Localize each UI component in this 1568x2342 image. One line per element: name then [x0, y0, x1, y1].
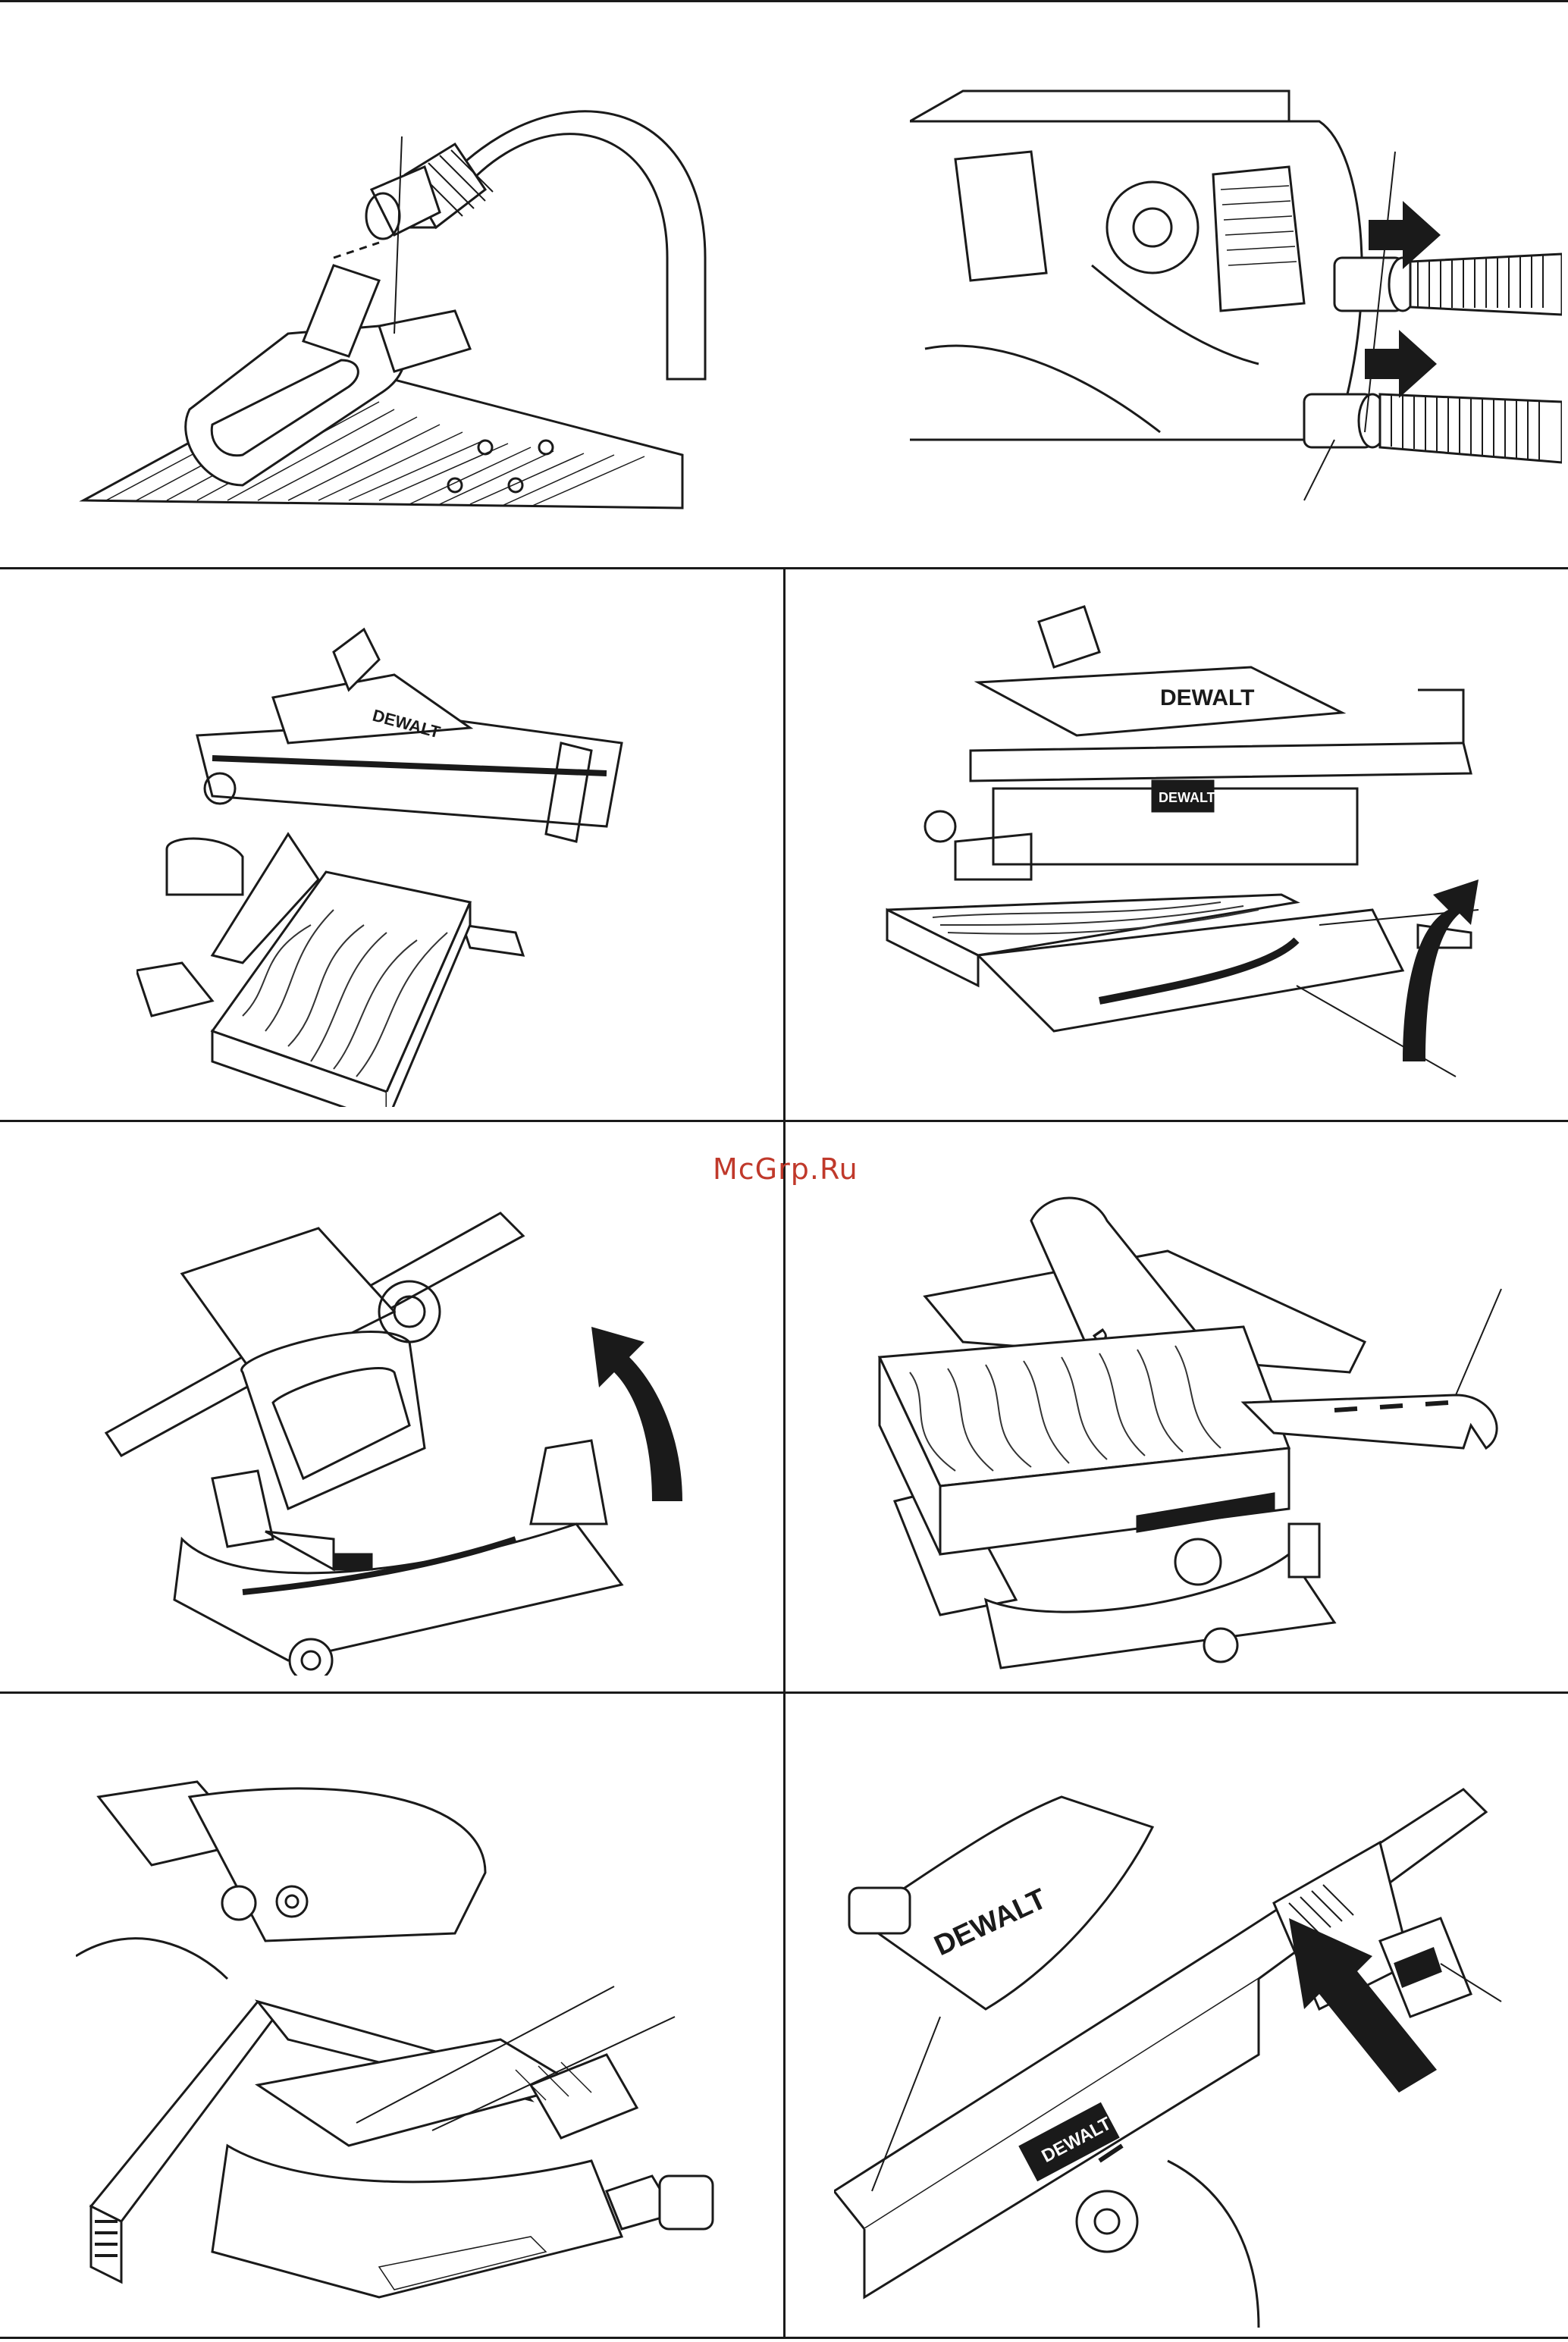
- workpiece-icon: [880, 1327, 1289, 1554]
- fig-push-stick-cutting: DEWALT: [864, 1175, 1516, 1676]
- fig-fence-detail: [76, 1767, 728, 2328]
- top-rule: [0, 0, 1568, 2]
- arrow-up-curved-icon: [1403, 879, 1479, 1061]
- workpiece-icon: [212, 834, 470, 1107]
- watermark-text: McGrp.Ru: [713, 1152, 858, 1186]
- saw-icon: DEWALT DEWALT: [925, 607, 1471, 879]
- knob-icon: [607, 2176, 713, 2229]
- fig-mitre-saw-mode: [91, 1175, 713, 1676]
- column-divider: [783, 569, 786, 2337]
- fig-dust-extraction-ports: [910, 76, 1562, 531]
- fig-lock-lever-detail: DEWALT DEWALT: [834, 1767, 1516, 2328]
- fig-dust-adaptor-hose: [61, 61, 743, 531]
- arrow-up-curved-icon: [591, 1327, 682, 1501]
- fig-table-saw-mode: DEWALT: [136, 607, 637, 1107]
- brand-logo: DEWALT: [1160, 685, 1254, 710]
- fig-flip-over-raise: DEWALT DEWALT: [872, 591, 1501, 1107]
- brand-logo-badge: DEWALT: [1159, 790, 1215, 805]
- saw-icon: [106, 1213, 622, 1676]
